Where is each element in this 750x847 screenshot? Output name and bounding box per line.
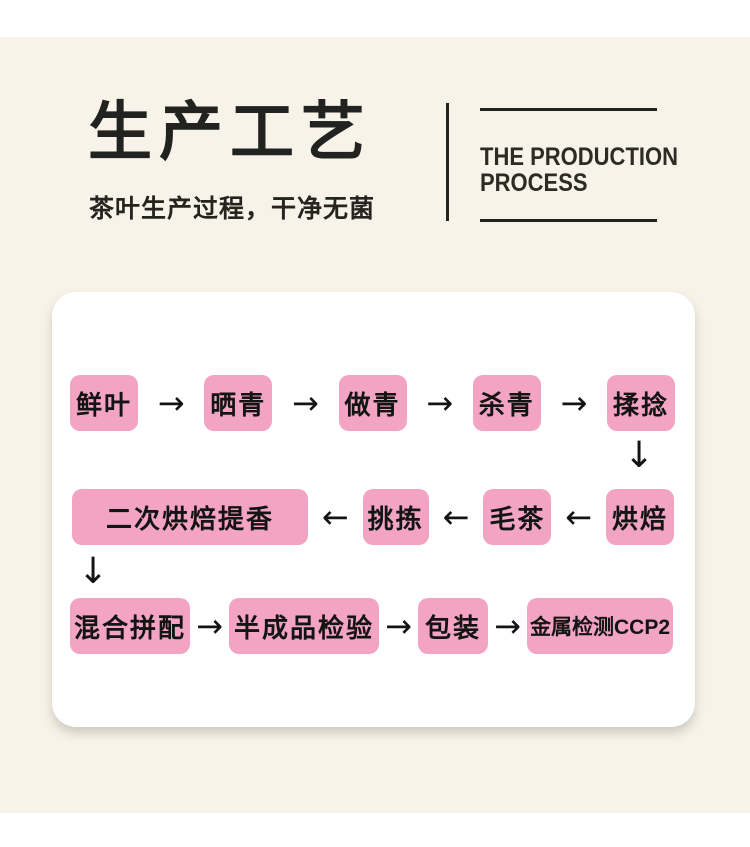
page-title: 生产工艺 <box>88 96 372 168</box>
header-divider <box>446 103 449 221</box>
flow-step-rolling: 揉捻 <box>607 375 675 431</box>
english-title-line1: THE PRODUCTION <box>480 143 678 171</box>
flow-step-sun-withering: 晒青 <box>204 375 273 431</box>
arrow-left-icon: ← <box>321 498 349 536</box>
english-title: THE PRODUCTION PROCESS <box>480 144 678 196</box>
arrow-left-icon: ← <box>442 498 470 536</box>
arrow-right-icon: → <box>560 384 588 422</box>
arrow-right-icon: → <box>291 384 319 422</box>
arrow-right-icon: → <box>157 384 185 422</box>
english-title-line2: PROCESS <box>480 169 588 197</box>
flow-step-semi-finished-inspection: 半成品检验 <box>229 598 379 654</box>
arrow-right-icon: → <box>385 607 412 645</box>
arrow-right-icon: → <box>494 607 521 645</box>
arrow-down-icon: ↓ <box>624 435 655 476</box>
flow-row-1: 鲜叶 → 晒青 → 做青 → 杀青 → 揉捻 <box>70 375 675 431</box>
flow-step-second-baking: 二次烘焙提香 <box>72 489 308 545</box>
flow-step-sorting: 挑拣 <box>362 489 429 545</box>
flow-step-raw-tea: 毛茶 <box>483 489 552 545</box>
english-title-block: THE PRODUCTION PROCESS <box>480 108 678 225</box>
bottom-rule <box>480 219 657 222</box>
flow-step-packaging: 包装 <box>418 598 488 654</box>
page-subtitle: 茶叶生产过程，干净无菌 <box>89 195 376 223</box>
top-rule <box>480 108 657 111</box>
flowchart-card: 鲜叶 → 晒青 → 做青 → 杀青 → 揉捻 ↓ 二次烘焙提香 ← 挑拣 ← 毛… <box>52 292 695 727</box>
flow-step-baking: 烘焙 <box>606 489 675 545</box>
arrow-left-icon: ← <box>565 498 593 536</box>
flow-row-3: 混合拼配 → 半成品检验 → 包装 → 金属检测CCP2 <box>70 598 673 654</box>
arrow-right-icon: → <box>426 384 454 422</box>
flow-step-green-making: 做青 <box>338 375 407 431</box>
flow-step-fresh-leaves: 鲜叶 <box>70 375 138 431</box>
flow-step-blending: 混合拼配 <box>70 598 190 654</box>
flow-row-2: 二次烘焙提香 ← 挑拣 ← 毛茶 ← 烘焙 <box>72 489 675 545</box>
arrow-right-icon: → <box>196 607 223 645</box>
arrow-down-icon: ↓ <box>78 551 109 592</box>
flow-step-fixation: 杀青 <box>472 375 541 431</box>
flow-step-metal-detection: 金属检测CCP2 <box>527 598 673 654</box>
